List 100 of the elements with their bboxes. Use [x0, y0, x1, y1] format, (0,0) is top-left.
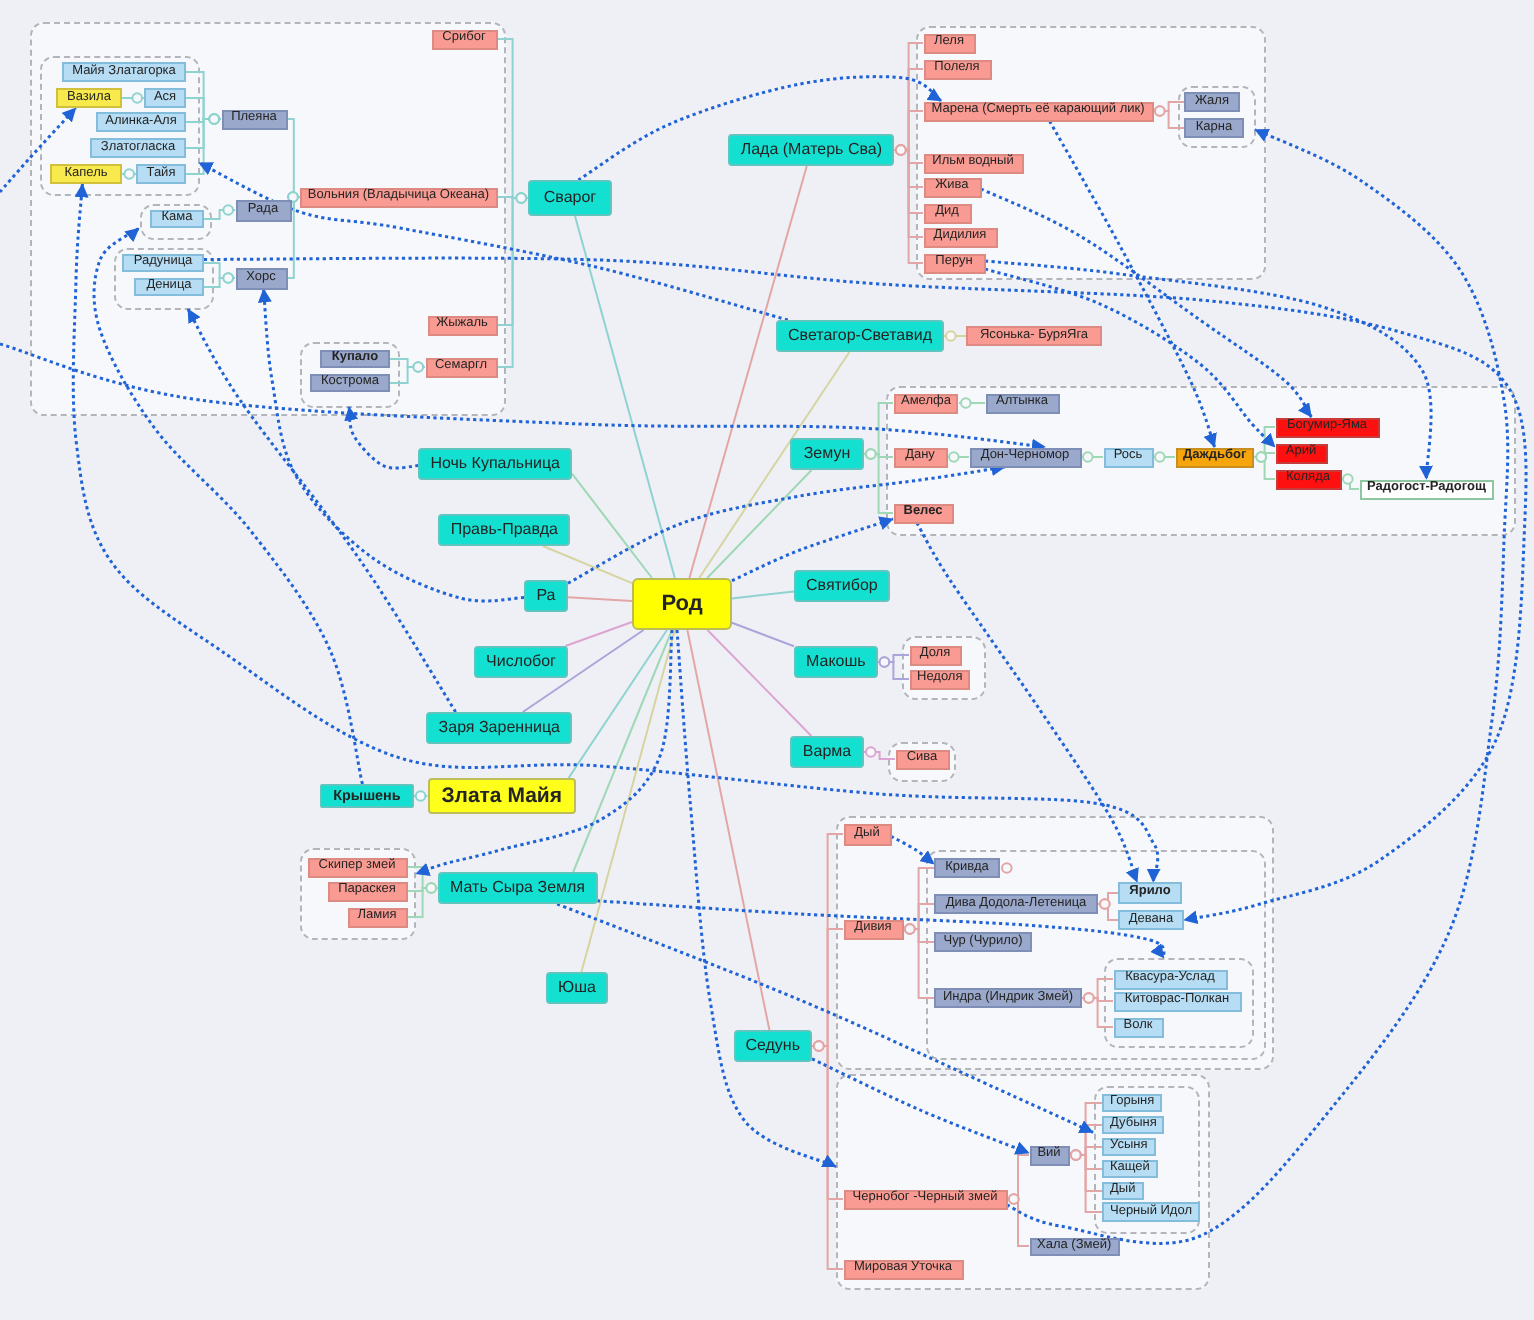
branch-line: [688, 165, 808, 579]
group-boundary: [30, 22, 506, 416]
relation-arrow: [890, 834, 935, 866]
branch-connector: [121, 168, 137, 180]
branch-connector: [406, 882, 439, 918]
branch-connector: [1152, 451, 1176, 463]
relation-arrow: [731, 516, 894, 582]
main-topic: Злата Майя: [427, 778, 576, 814]
relation-arrow: [675, 629, 837, 1169]
branch-line: [698, 351, 851, 579]
relation-arrow: [0, 106, 77, 193]
branch-line: [564, 621, 633, 647]
group-boundary: [888, 742, 956, 782]
branch-connector: [121, 92, 145, 104]
branch-connector: [1152, 105, 1185, 129]
relation-arrow: [415, 629, 674, 876]
group-boundary: [1104, 958, 1254, 1048]
branch-connector: [286, 191, 301, 279]
branch-connector: [203, 204, 236, 220]
branch-connector: [1097, 898, 1119, 921]
branch-connector: [902, 923, 935, 999]
branch-connector: [1253, 451, 1276, 480]
group-boundary: [916, 26, 1266, 280]
branch-line: [571, 472, 653, 579]
branch-connector: [943, 330, 967, 342]
branch-connector: [203, 272, 236, 288]
group-boundary: [925, 849, 1265, 1059]
relation-arrow: [198, 161, 789, 322]
branch-connector: [1081, 992, 1114, 1028]
branch-line: [567, 629, 668, 779]
branch-connector: [958, 397, 986, 409]
main-topic: Правь-Правда: [438, 514, 570, 546]
branch-connector: [389, 361, 426, 384]
group-boundary: [836, 816, 1274, 1070]
branch-connector: [1340, 473, 1360, 490]
branch-line: [567, 596, 633, 602]
main-topic: Седунь: [733, 1030, 812, 1062]
branch-line: [731, 590, 795, 600]
relation-arrow: [204, 256, 1528, 925]
relation-arrow: [577, 75, 943, 182]
main-topic: Ра: [524, 580, 568, 612]
relation-arrow: [811, 1057, 1030, 1155]
branch-connector: [413, 790, 429, 802]
main-topic: Ночь Купальница: [418, 448, 572, 480]
main-topic: Заря Заренница: [426, 712, 572, 744]
relation-arrow: [980, 187, 1313, 418]
branch-connector: [185, 113, 222, 175]
relation-arrow: [984, 267, 1277, 449]
group-boundary: [39, 55, 199, 195]
main-topic: Макошь: [794, 646, 878, 678]
branch-line: [731, 621, 795, 648]
group-boundary: [836, 1074, 1210, 1290]
relation-arrow: [1006, 128, 1510, 1245]
branch-line: [521, 629, 645, 713]
relation-arrow: [596, 899, 1166, 959]
relation-arrow: [186, 308, 457, 713]
group-boundary: [1177, 85, 1255, 147]
branch-line: [580, 629, 676, 973]
relation-arrow: [556, 902, 1094, 1134]
main-topic: Числобог: [474, 646, 568, 678]
branch-line: [706, 629, 813, 737]
relation-arrow: [0, 342, 1046, 453]
branch-connector: [811, 1040, 844, 1270]
central-topic: Род: [632, 578, 732, 630]
group-boundary: [886, 386, 1516, 536]
relation-arrow: [92, 226, 364, 785]
relation-arrow: [257, 288, 525, 603]
main-topic: Святибор: [794, 570, 890, 602]
branch-connector: [946, 451, 970, 463]
branch-connector: [876, 656, 910, 680]
main-topic: Юша: [546, 972, 608, 1004]
group-boundary: [113, 247, 213, 309]
group-boundary: [300, 848, 416, 940]
main-topic: Варма: [790, 736, 864, 768]
branch-connector: [1068, 1149, 1103, 1213]
branch-line: [541, 545, 633, 585]
branch-connector: [1006, 1193, 1030, 1247]
relation-arrow: [343, 406, 419, 470]
main-topic: Мать Сыра Земля: [438, 872, 598, 904]
group-boundary: [902, 636, 986, 700]
relation-arrow: [71, 183, 1162, 883]
relation-arrow: [1048, 120, 1217, 448]
relation-arrow: [567, 462, 1006, 585]
main-topic: Земун: [790, 438, 864, 470]
main-topic: Сварог: [528, 180, 612, 216]
main-topic: Светагор-Светавид: [776, 320, 944, 352]
branch-connector: [1080, 451, 1104, 463]
branch-line: [686, 629, 771, 1031]
group-boundary: [1093, 1085, 1199, 1233]
branch-connector: [863, 448, 894, 514]
relation-arrow: [984, 259, 1434, 480]
relation-arrow: [915, 522, 1140, 883]
branch-line: [572, 629, 673, 873]
group-boundary: [139, 203, 211, 239]
branch-connector: [863, 746, 896, 760]
main-topic: Лада (Матерь Сва): [728, 134, 894, 166]
group-boundary: [299, 341, 399, 407]
branch-line: [706, 469, 813, 579]
branch-connector: [496, 192, 529, 368]
branch-line: [574, 215, 676, 579]
